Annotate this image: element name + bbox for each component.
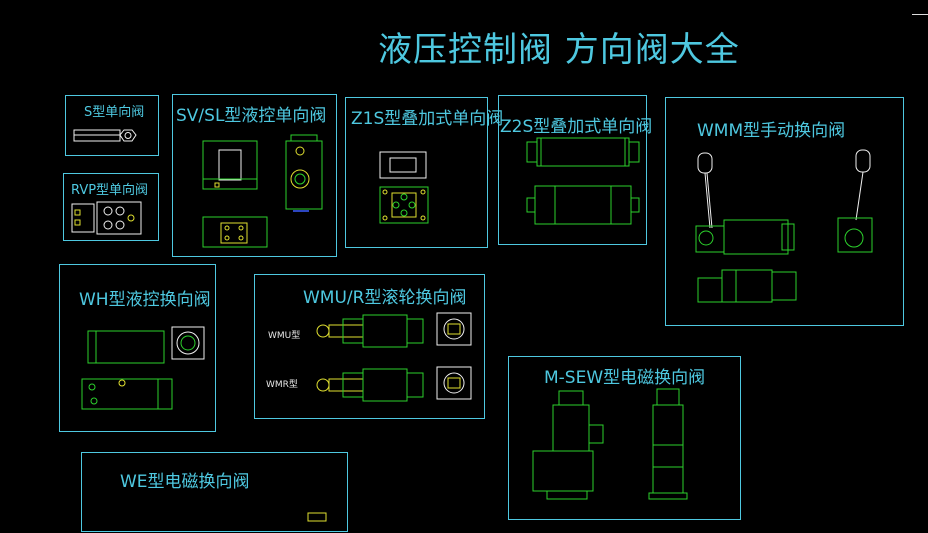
panel-rvp-check-valve: RVP型单向阀: [63, 173, 159, 241]
panel-we-valve: WE型电磁换向阀: [81, 452, 348, 532]
panel-title: WMU/R型滚轮换向阀: [303, 288, 467, 308]
panel-title: Z2S型叠加式单向阀: [500, 117, 653, 137]
panel-m-sew-valve: M-SEW型电磁换向阀: [508, 356, 741, 520]
panel-wmu-r-valve: WMU/R型滚轮换向阀 WMU型 WMR型: [254, 274, 485, 419]
corner-mark: [912, 14, 928, 15]
page-title: 液压控制阀 方向阀大全: [378, 30, 740, 70]
z1s-valve-drawing: [379, 151, 429, 224]
m-sew-valve-drawing: [532, 388, 688, 500]
panel-z1s-valve: Z1S型叠加式单向阀: [345, 97, 503, 248]
panel-title: WH型液控换向阀: [79, 290, 211, 310]
wmr-label: WMR型: [266, 380, 298, 390]
panel-title: WE型电磁换向阀: [120, 472, 250, 492]
wmm-valve-drawing: [695, 149, 873, 303]
panel-title: Z1S型叠加式单向阀: [351, 109, 504, 129]
wmu-label: WMU型: [268, 331, 301, 341]
panel-wmm-valve: WMM型手动换向阀: [665, 97, 904, 326]
rvp-check-valve-drawing: [71, 201, 142, 235]
panel-title: S型单向阀: [84, 105, 145, 120]
panel-z2s-valve: Z2S型叠加式单向阀: [498, 95, 652, 245]
panel-sv-sl-valve: SV/SL型液控单向阀: [172, 94, 337, 257]
panel-s-check-valve: S型单向阀: [65, 95, 159, 156]
we-valve-drawing: [307, 512, 327, 522]
panel-title: SV/SL型液控单向阀: [176, 106, 327, 126]
z2s-valve-drawing: [526, 137, 640, 225]
panel-title: RVP型单向阀: [71, 183, 149, 198]
s-check-valve-drawing: [73, 129, 137, 142]
wmu-r-valve-drawing: [316, 312, 472, 402]
sv-sl-valve-drawing: [202, 134, 323, 248]
wh-valve-drawing: [81, 326, 205, 410]
panel-wh-valve: WH型液控换向阀: [59, 264, 216, 432]
panel-title: WMM型手动换向阀: [697, 121, 846, 141]
panel-title: M-SEW型电磁换向阀: [544, 368, 706, 388]
